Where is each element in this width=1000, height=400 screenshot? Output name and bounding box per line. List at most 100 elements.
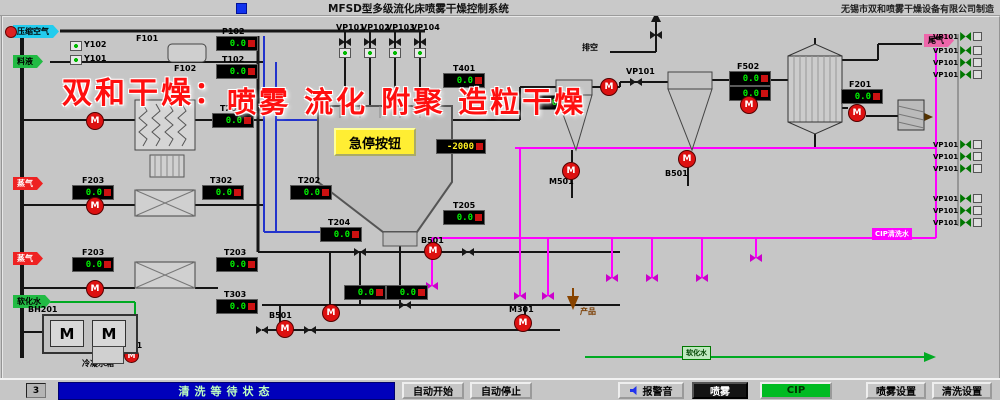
flag-feed: 料液 bbox=[13, 55, 43, 68]
status-text: 清洗等待状态 bbox=[178, 385, 275, 398]
valve-row[interactable]: VP101 bbox=[933, 194, 983, 203]
cip-button[interactable]: CIP bbox=[760, 382, 832, 399]
valve-indicator bbox=[973, 164, 983, 173]
label-vp104: VP104 bbox=[411, 23, 440, 32]
spray-settings-button[interactable]: 喷雾设置 bbox=[866, 382, 926, 399]
valve-row[interactable]: VP101 bbox=[933, 152, 983, 161]
tag-t203: T203 bbox=[224, 248, 247, 257]
display-value: 0.0 bbox=[225, 115, 242, 126]
display-value: 0.0 bbox=[229, 38, 246, 49]
valve-row[interactable]: VP101 bbox=[933, 70, 983, 79]
bh201-motor-1[interactable]: M bbox=[50, 320, 84, 347]
valves[interactable] bbox=[256, 31, 662, 334]
display-value: 0.0 bbox=[229, 259, 246, 270]
cyclone2-rotary-valve[interactable]: M bbox=[678, 150, 696, 168]
flag-tail-gas: 尾气 bbox=[924, 34, 954, 47]
motor-m301[interactable]: M bbox=[514, 314, 532, 332]
unit-tag bbox=[761, 90, 768, 97]
display-value: 0.0 bbox=[303, 187, 320, 198]
tag-f203-2: F203 bbox=[82, 248, 105, 257]
valve-row[interactable]: VP101 bbox=[933, 46, 983, 55]
unit-tag bbox=[248, 68, 255, 75]
fan-motor-1[interactable]: M bbox=[86, 112, 104, 130]
label-y101: Y101 bbox=[84, 54, 107, 63]
cip-valves[interactable] bbox=[426, 254, 762, 300]
fan-motor-3[interactable]: M bbox=[86, 280, 104, 298]
valve-icon bbox=[960, 152, 972, 161]
cyclone1-rotary-valve[interactable]: M bbox=[562, 162, 580, 180]
auto-start-button[interactable]: 自动开始 bbox=[402, 382, 464, 399]
valve-label: VP101 bbox=[933, 70, 959, 79]
label-b501-c: B501 bbox=[665, 169, 688, 178]
unit-tag bbox=[475, 77, 482, 84]
display-t302: 0.0 bbox=[202, 185, 244, 200]
valve-row[interactable]: VP101 bbox=[933, 140, 983, 149]
bottom-bar: 3 清洗等待状态 自动开始 自动停止 报警音 喷雾 CIP 喷雾设置 清洗设置 bbox=[0, 378, 1000, 400]
fan-motor-2[interactable]: M bbox=[86, 197, 104, 215]
emergency-stop-button[interactable]: 急停按钮 bbox=[334, 128, 416, 156]
tail-fan-motor[interactable]: M bbox=[848, 104, 866, 122]
display-t303: 0.0 bbox=[216, 299, 258, 314]
label-m301: M301 bbox=[509, 305, 534, 314]
display-value: -2000 bbox=[446, 141, 474, 152]
discharge-motor-2[interactable]: M bbox=[322, 304, 340, 322]
display-value: 0.0 bbox=[742, 88, 759, 99]
unit-tag bbox=[104, 261, 111, 268]
display-value: 0.0 bbox=[742, 73, 759, 84]
display-value: 0.0 bbox=[854, 91, 871, 102]
display-p102: 0.0 bbox=[216, 36, 258, 51]
watermark-slogan: 喷雾 流化 附聚 造粒干燥 bbox=[227, 85, 587, 119]
duct-motor[interactable]: M bbox=[600, 78, 618, 96]
unit-tag bbox=[244, 117, 251, 124]
label-product: 产品 bbox=[580, 307, 596, 316]
display-level: -2000 bbox=[436, 139, 486, 154]
valve-indicator bbox=[70, 55, 82, 65]
bh201-motor-2[interactable]: M bbox=[92, 320, 126, 347]
alarm-sound-button[interactable]: 报警音 bbox=[618, 382, 684, 399]
tag-t401: T401 bbox=[453, 64, 476, 73]
speaker-icon bbox=[629, 386, 637, 395]
valve-label: VP101 bbox=[933, 206, 959, 215]
valve-row[interactable]: VP101 bbox=[933, 164, 983, 173]
auto-stop-button[interactable]: 自动停止 bbox=[470, 382, 532, 399]
label-soft-water-out: 软化水 bbox=[682, 346, 711, 360]
exhaust-fan-motor[interactable]: M bbox=[740, 96, 758, 114]
discharge-motor-1[interactable]: M bbox=[276, 320, 294, 338]
display-bottom-b: 0.0 bbox=[386, 285, 428, 300]
unit-tag bbox=[322, 189, 329, 196]
watermark-text: 双和干燥：喷雾 流化 附聚 造粒干燥 bbox=[62, 68, 586, 119]
vent-arrow bbox=[651, 12, 661, 22]
valve-row[interactable]: VP101 bbox=[933, 218, 983, 227]
valve-label: VP101 bbox=[933, 32, 959, 41]
clean-settings-button[interactable]: 清洗设置 bbox=[932, 382, 992, 399]
display-value: 0.0 bbox=[357, 287, 374, 298]
tag-p102: P102 bbox=[222, 27, 245, 36]
valve-label: VP101 bbox=[933, 194, 959, 203]
valve-row[interactable]: VP101 bbox=[933, 58, 983, 67]
valve-label: VP101 bbox=[933, 164, 959, 173]
valve-row[interactable]: VP101 bbox=[933, 206, 983, 215]
valve-label: VP101 bbox=[933, 152, 959, 161]
valve-indicator bbox=[414, 48, 426, 58]
display-value: 0.0 bbox=[85, 187, 102, 198]
valve-indicator bbox=[339, 48, 351, 58]
valve-icon bbox=[960, 46, 972, 55]
heat-exchanger-right bbox=[787, 43, 843, 135]
unit-tag bbox=[475, 214, 482, 221]
unit-tag bbox=[248, 40, 255, 47]
display-t401: 0.0 bbox=[443, 73, 485, 88]
valve-icon bbox=[960, 218, 972, 227]
display-t204: 0.0 bbox=[320, 227, 362, 242]
spray-button[interactable]: 喷雾 bbox=[692, 382, 748, 399]
label-vp101-mid: VP101 bbox=[626, 67, 655, 76]
valve-row[interactable]: VP101 bbox=[933, 32, 983, 41]
display-value: 0.0 bbox=[229, 301, 246, 312]
unit-tag bbox=[352, 231, 359, 238]
tag-t202: T202 bbox=[298, 176, 321, 185]
tag-f201: F201 bbox=[849, 80, 872, 89]
cycle-counter: 3 bbox=[26, 383, 46, 398]
rotary-valve-b501[interactable]: M bbox=[424, 242, 442, 260]
tag-t102: T102 bbox=[222, 55, 245, 64]
condensate-tank bbox=[92, 346, 124, 364]
